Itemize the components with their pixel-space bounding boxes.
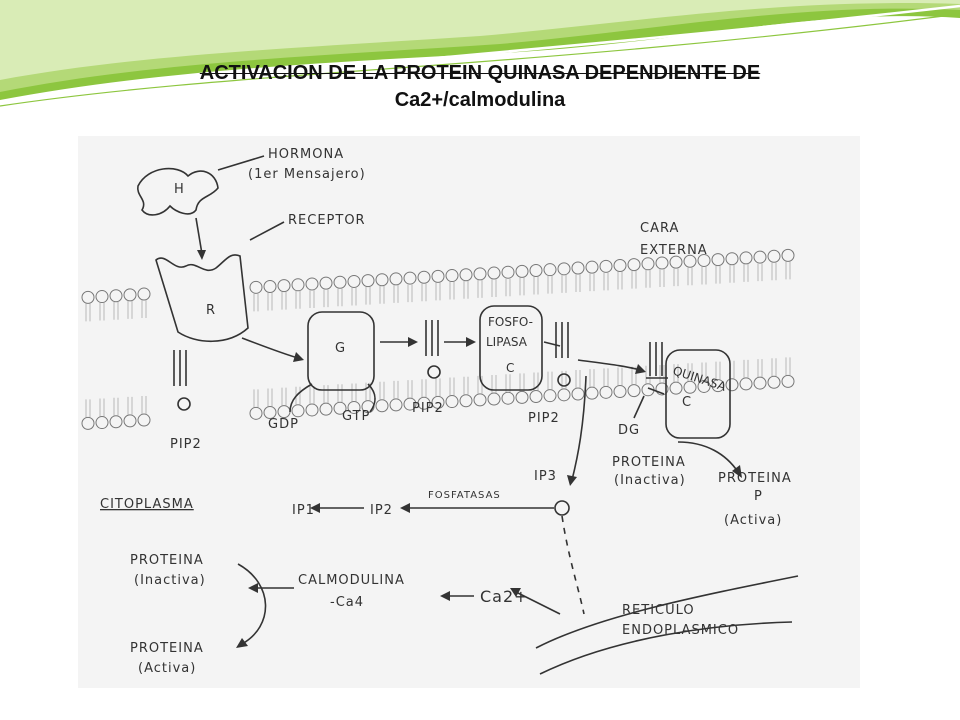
- ip2-label: IP2: [370, 503, 393, 518]
- arrowhead: [236, 638, 248, 648]
- arrowhead: [248, 583, 258, 593]
- pip2-label-center: PIP2: [412, 401, 444, 416]
- dg-to-kinase-arrow: [647, 387, 665, 395]
- hormone-shape: [137, 167, 219, 216]
- cytoplasm-label: CITOPLASMA: [100, 497, 194, 512]
- protein-left-top-line2: (Inactiva): [134, 573, 206, 588]
- protein-left-activation-arrow: [237, 563, 267, 645]
- hormone-to-receptor-arrow: [195, 217, 203, 255]
- gdp-label: GDP: [268, 417, 299, 432]
- slide-title: ACTIVACION DE LA PROTEIN QUINASA DEPENDI…: [60, 60, 900, 114]
- outer-face-line1: CARA: [640, 221, 679, 236]
- receptor-shape: [155, 254, 249, 342]
- gdp-release-arrow: [289, 383, 313, 413]
- protein-right-inactive-line1: PROTEINA: [612, 455, 686, 470]
- reticulum-membrane-upper: [535, 575, 799, 649]
- cell-membrane: [81, 248, 795, 430]
- reticulum-line2: ENDOPLASMICO: [622, 623, 739, 638]
- arrowhead: [732, 465, 742, 478]
- protein-right-inactive-line2: (Inactiva): [614, 473, 686, 488]
- arrowhead: [197, 250, 206, 260]
- protein-left-bottom-line2: (Activa): [138, 661, 196, 676]
- kinase-line2: C: [682, 395, 692, 410]
- phosphatases-label: FOSFATASAS: [428, 490, 501, 501]
- plc-to-pip2-arrow: [543, 341, 561, 347]
- gtp-binding-arrow: [367, 383, 376, 413]
- pip2-lipid-left: [173, 350, 191, 411]
- g-protein-symbol: G: [335, 341, 346, 356]
- pip2-label-right: PIP2: [528, 411, 560, 426]
- receptor-symbol: R: [206, 303, 216, 318]
- pip2-label-left: PIP2: [170, 437, 202, 452]
- ip1-label: IP1: [292, 503, 315, 518]
- protein-activation-arrow: [677, 441, 739, 473]
- hormone-label: HORMONA: [268, 147, 344, 162]
- hormone-pointer: [217, 155, 265, 171]
- calcium-label: Ca2+: [480, 587, 529, 606]
- protein-right-active-line3: (Activa): [724, 513, 782, 528]
- arrowhead: [440, 591, 450, 601]
- g-protein-box: [307, 311, 375, 391]
- protein-left-bottom-line1: PROTEINA: [130, 641, 204, 656]
- protein-right-active-line1: PROTEINA: [718, 471, 792, 486]
- protein-right-active-line2: P: [754, 489, 763, 504]
- reticulum-to-calcium-arrow: [515, 591, 561, 615]
- kinase-c-box: [665, 349, 731, 439]
- phospholipase-line3: C: [506, 361, 514, 375]
- green-wave-banner: [0, 0, 960, 107]
- arrowhead: [293, 352, 304, 362]
- pathway-diagram: H HORMONA (1er Mensajero) R RECEPTOR CAR…: [78, 136, 860, 688]
- arrowhead: [400, 503, 410, 513]
- phospholipase-line2: LIPASA: [486, 335, 528, 349]
- dg-label: DG: [618, 423, 640, 438]
- phospholipase-line1: FOSFO-: [488, 315, 533, 329]
- calmodulin-line2: -Ca4: [330, 595, 364, 610]
- arrowhead: [510, 588, 521, 597]
- receptor-pointer: [249, 221, 285, 241]
- arrowhead: [310, 503, 320, 513]
- title-line-2: Ca2+/calmodulina: [394, 89, 566, 111]
- receptor-label: RECEPTOR: [288, 213, 366, 228]
- arrowhead: [466, 337, 476, 347]
- arrowhead: [408, 337, 418, 347]
- calmodulin-line1: CALMODULINA: [298, 573, 405, 588]
- hormone-sublabel: (1er Mensajero): [248, 167, 366, 182]
- pip2-to-dg-arrow: [577, 359, 641, 371]
- pip2-to-ip3-arrow: [571, 375, 587, 481]
- dg-lipid: [646, 342, 668, 379]
- protein-left-top-line1: PROTEINA: [130, 553, 204, 568]
- ip3-molecule: [554, 500, 570, 516]
- receptor-to-g-arrow: [241, 337, 299, 359]
- title-line-1: ACTIVACION DE LA PROTEIN QUINASA DEPENDI…: [199, 62, 761, 84]
- reticulum-membrane-lower: [539, 621, 793, 675]
- reticulum-line1: RETICULO: [622, 603, 695, 618]
- ip3-label: IP3: [534, 469, 557, 484]
- hormone-symbol: H: [174, 182, 185, 197]
- gtp-label: GTP: [342, 409, 370, 424]
- arrowhead: [635, 364, 646, 374]
- pip2-lipid-right: [555, 322, 571, 387]
- phospholipase-box: [479, 305, 543, 391]
- pip2-lipid-center: [425, 320, 441, 379]
- dg-pointer: [633, 395, 645, 419]
- arrowhead: [567, 475, 577, 486]
- outer-face-line2: EXTERNA: [640, 243, 708, 258]
- ip3-to-reticulum-arrow: [561, 515, 585, 615]
